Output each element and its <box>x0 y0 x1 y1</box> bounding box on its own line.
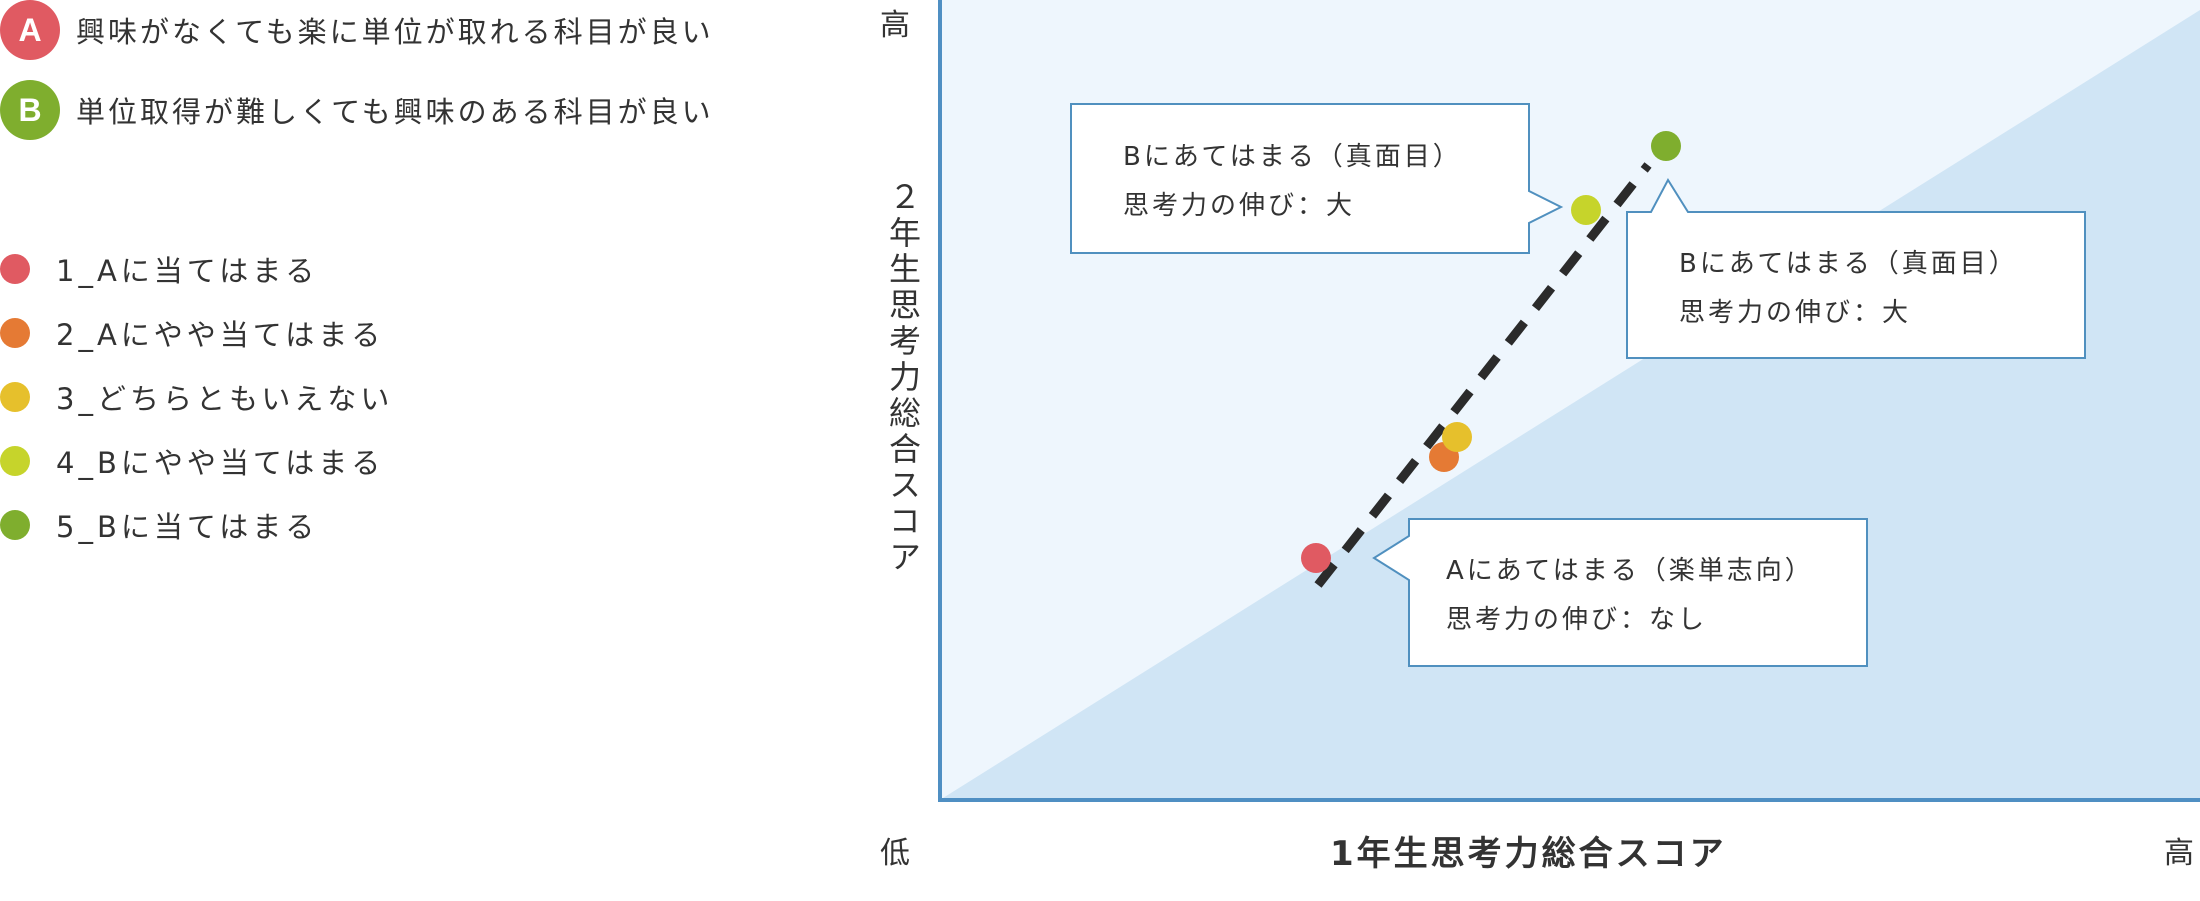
category-b: B 単位取得が難しくても興味のある科目が良い <box>0 80 714 140</box>
legend-item-1: 1_Aに当てはまる <box>0 237 393 301</box>
callout-b-left-line2: 思考力の伸び：大 <box>1123 191 1356 221</box>
legend-dot-icon <box>0 382 30 412</box>
data-point-5 <box>1651 131 1681 161</box>
category-a-text: 興味がなくても楽に単位が取れる科目が良い <box>76 15 714 49</box>
legend-label: 5_Bに当てはまる <box>56 510 319 544</box>
callout-box-b-left-shape <box>1070 103 1564 254</box>
legend-item-2: 2_Aにやや当てはまる <box>0 301 393 365</box>
callout-a-line2: 思考力の伸び：なし <box>1446 605 1708 635</box>
legend-label: 4_Bにやや当てはまる <box>56 446 385 480</box>
legend-item-3: 3_どちらともいえない <box>0 365 393 429</box>
diagonal-reference-region <box>940 10 2200 800</box>
x-axis-high-label: 高 <box>2164 836 2194 871</box>
callout-b-right-line2: 思考力の伸び：大 <box>1679 298 1912 328</box>
category-a-badge: A <box>0 0 60 60</box>
category-b-badge: B <box>0 80 60 140</box>
callout-b-right-line1: Bにあてはまる（真面目） <box>1679 249 2018 279</box>
data-point-1 <box>1301 543 1331 573</box>
data-point-4 <box>1571 195 1601 225</box>
legend-dot-icon <box>0 510 30 540</box>
legend-dot-icon <box>0 318 30 348</box>
legend-label: 1_Aに当てはまる <box>56 254 319 288</box>
callout-box-b-right-shape <box>1626 178 2086 359</box>
data-point-3 <box>1442 422 1472 452</box>
legend-dot-icon <box>0 446 30 476</box>
callout-a: Aにあてはまる（楽単志向） 思考力の伸び：なし <box>1446 547 1814 645</box>
category-a: A 興味がなくても楽に単位が取れる科目が良い <box>0 0 714 60</box>
y-axis-high-label: 高 <box>880 8 910 43</box>
callout-b-left-line1: Bにあてはまる（真面目） <box>1123 142 1462 172</box>
trend-dashed-line <box>1314 162 1652 588</box>
category-b-text: 単位取得が難しくても興味のある科目が良い <box>76 95 714 129</box>
callout-b-right: Bにあてはまる（真面目） 思考力の伸び：大 <box>1679 240 2018 338</box>
origin-low-label: 低 <box>880 836 910 871</box>
x-axis-title: 1年生思考力総合スコア <box>1330 834 1727 874</box>
legend-dot-icon <box>0 254 30 284</box>
legend-item-5: 5_Bに当てはまる <box>0 493 393 557</box>
legend-label: 2_Aにやや当てはまる <box>56 318 385 352</box>
callout-a-line1: Aにあてはまる（楽単志向） <box>1446 556 1814 586</box>
legend-label: 3_どちらともいえない <box>56 382 394 416</box>
y-axis-title: ２年生思考力総合スコア <box>884 180 922 576</box>
legend: 1_Aに当てはまる 2_Aにやや当てはまる 3_どちらともいえない 4_Bにやや… <box>0 237 393 557</box>
callout-box-a-shape <box>1372 518 1868 667</box>
callout-b-left: Bにあてはまる（真面目） 思考力の伸び：大 <box>1123 133 1462 231</box>
legend-item-4: 4_Bにやや当てはまる <box>0 429 393 493</box>
